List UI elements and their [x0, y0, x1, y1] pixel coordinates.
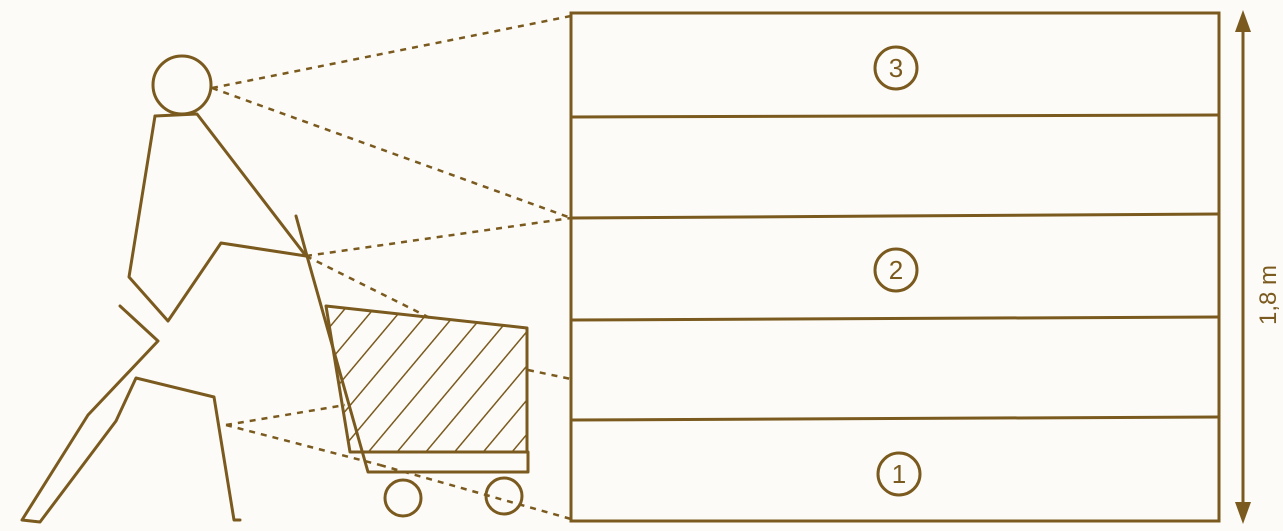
shelf-board	[571, 317, 1219, 320]
zone-marker-2: 2	[875, 249, 917, 291]
height-dimension: 1,8 m	[1235, 10, 1282, 524]
sight-line	[212, 16, 571, 88]
shopper-head	[153, 56, 211, 114]
cart-wheel	[486, 478, 522, 514]
shelf-board	[571, 417, 1219, 420]
shelf-board	[571, 115, 1219, 117]
sight-line	[226, 405, 345, 425]
shopper-legs	[22, 306, 240, 522]
shopping-cart-icon	[296, 216, 528, 516]
zone-marker-3: 3	[875, 47, 917, 89]
arrow-up-icon	[1235, 10, 1251, 32]
sight-line	[528, 370, 571, 379]
arrow-down-icon	[1235, 502, 1251, 524]
zone-number: 3	[889, 53, 903, 83]
cart-wheel	[385, 480, 421, 516]
height-label: 1,8 m	[1255, 265, 1282, 325]
shopper-figure	[22, 56, 306, 522]
shopper-torso	[155, 114, 306, 256]
sight-line	[306, 218, 571, 256]
zone-marker-1: 1	[878, 453, 920, 495]
sight-line	[212, 88, 571, 218]
zone-number: 1	[892, 459, 906, 489]
shelf-board	[571, 214, 1219, 218]
zone-number: 2	[889, 255, 903, 285]
sight-line	[306, 256, 430, 318]
shopper-body-arm	[129, 116, 306, 321]
